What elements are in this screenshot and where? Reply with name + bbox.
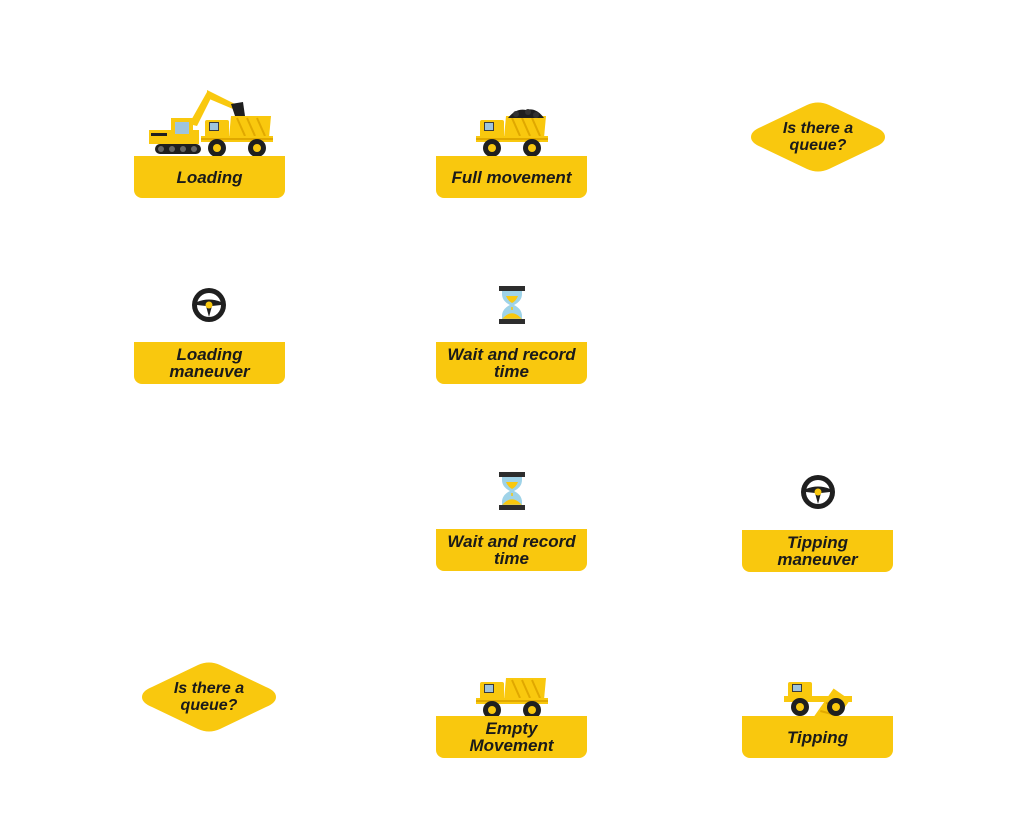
node-label: Wait and record time <box>436 342 587 384</box>
node-label: Tipping <box>742 716 893 758</box>
tipping-dump-truck-icon <box>784 682 852 718</box>
hourglass-icon <box>499 286 525 324</box>
node-label: Full movement <box>436 156 587 198</box>
node-label: Empty Movement <box>436 716 587 758</box>
node-label: Loading <box>134 156 285 198</box>
decision-label: Is there a queue? <box>782 120 854 154</box>
node-label: Wait and record time <box>436 529 587 571</box>
decision-label: Is there a queue? <box>173 680 245 714</box>
hourglass-icon <box>499 472 525 510</box>
loaded-dump-truck-icon <box>476 109 548 158</box>
excavator-and-dump-truck-icon <box>149 90 274 158</box>
node-label: Loading maneuver <box>134 342 285 384</box>
decision-diamond <box>751 102 885 172</box>
empty-dump-truck-icon <box>476 677 548 720</box>
steering-wheel-icon <box>192 288 226 322</box>
decision-diamond <box>142 662 276 732</box>
node-label: Tipping maneuver <box>742 530 893 572</box>
steering-wheel-icon <box>801 475 835 509</box>
